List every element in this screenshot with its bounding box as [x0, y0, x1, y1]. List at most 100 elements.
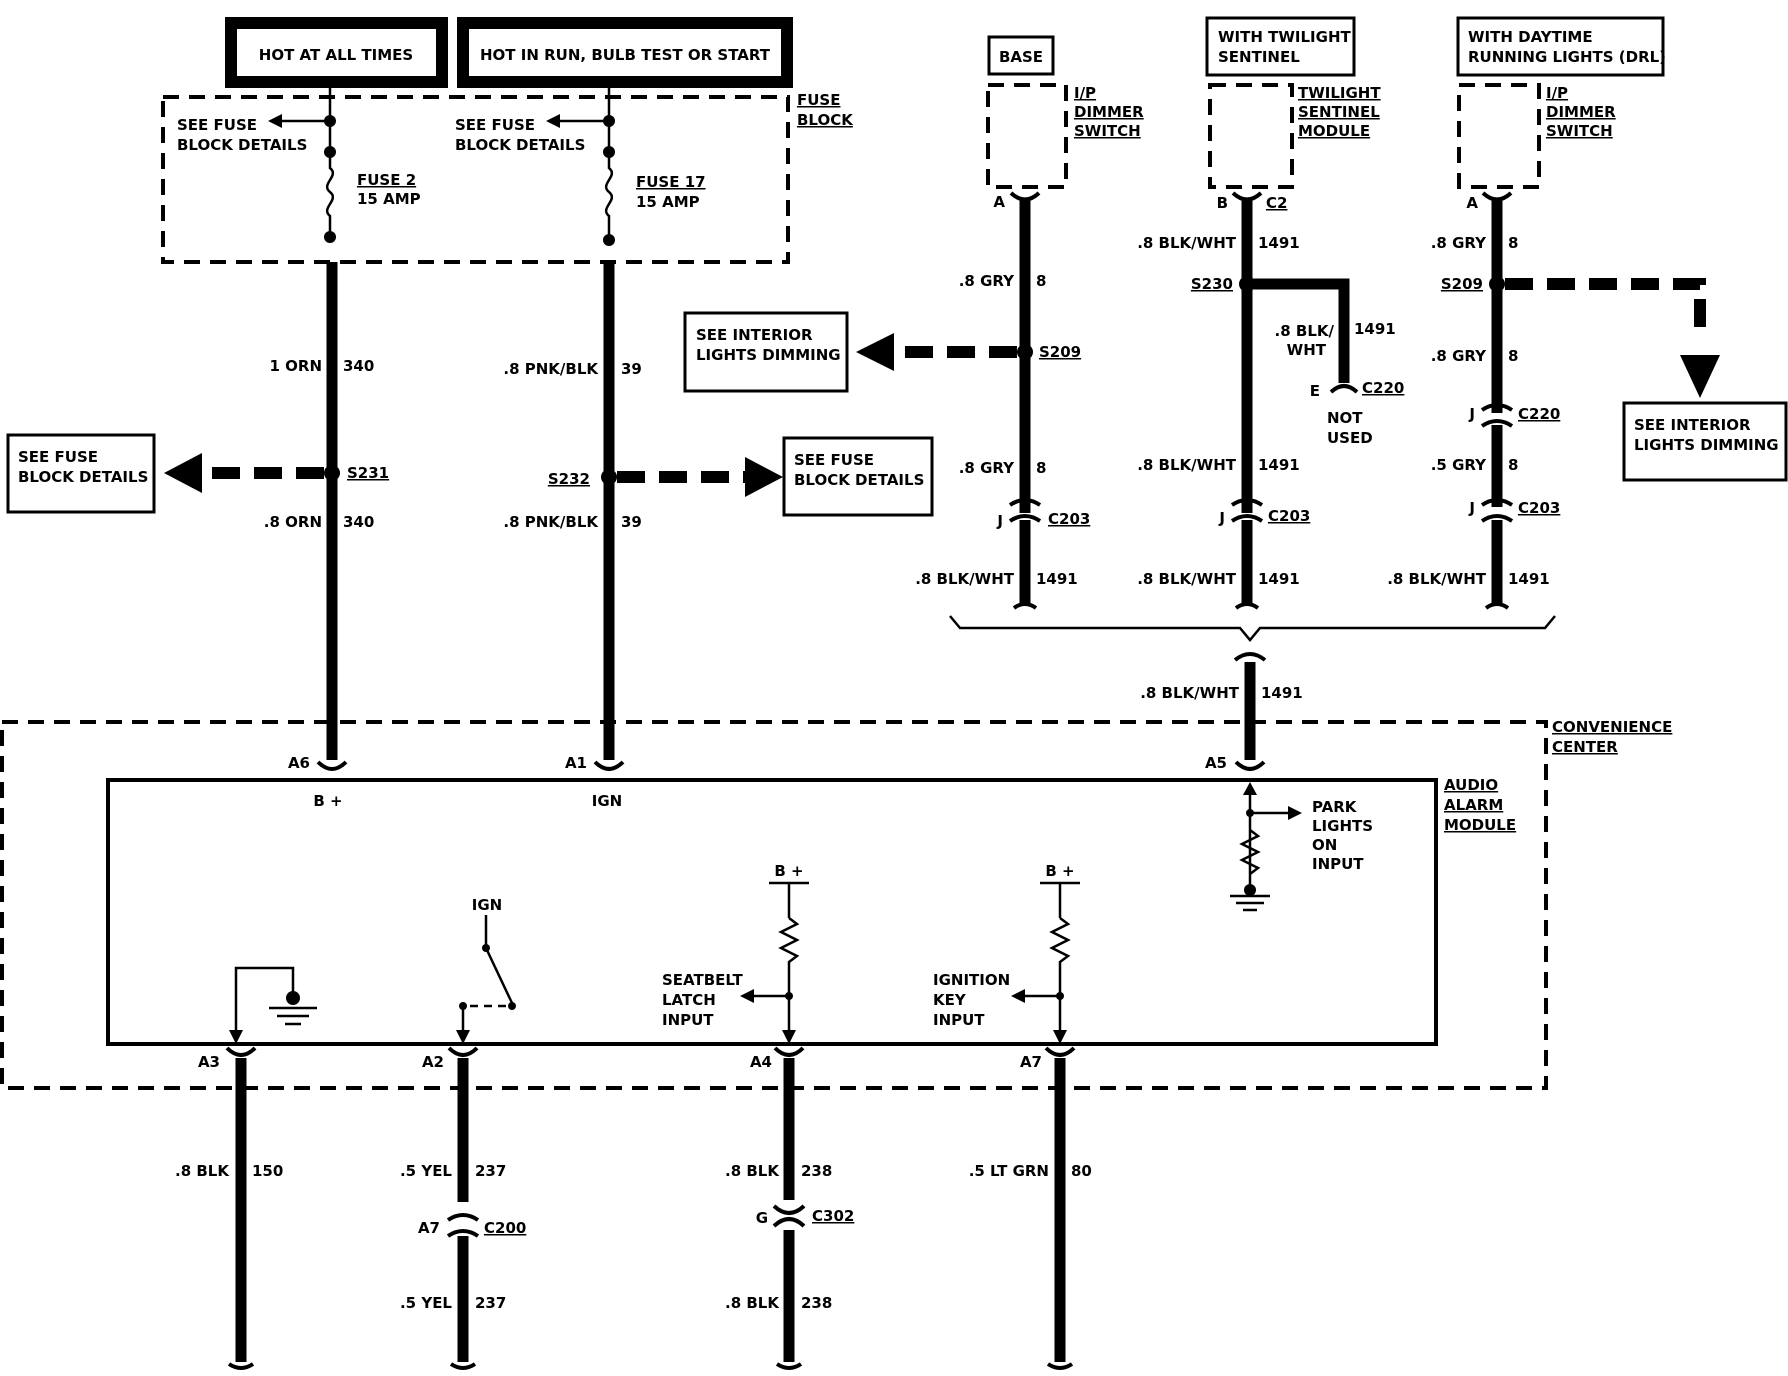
base-w3-circuit: 1491: [1036, 570, 1078, 588]
convenience-center: [0, 720, 1548, 1090]
wire-pnk-blk-39: .8 PNK/BLK 39 S232 .8 PNK/BLK 39: [503, 262, 642, 760]
splice-s209-drl: [1489, 276, 1505, 292]
base-w1-size: .8 GRY: [959, 272, 1015, 290]
twilight-tag-1: WITH TWILIGHT: [1218, 28, 1351, 46]
a2-conn-name: C200: [484, 1219, 526, 1237]
fuse-block: FUSE BLOCK SEE FUSE BLOCK DETAILS FUSE 2…: [161, 91, 854, 264]
fuse-block-label-1: FUSE: [797, 91, 840, 109]
drl-w4-size: .8 BLK/WHT: [1387, 570, 1487, 588]
wire-orn-top-size: 1 ORN: [269, 357, 322, 375]
drl-w2-size: .8 GRY: [1431, 347, 1487, 365]
arrow-left-icon: [546, 114, 560, 128]
wire-pnk-bot-size: .8 PNK/BLK: [503, 513, 599, 531]
drl-w3-size: .5 GRY: [1431, 456, 1487, 474]
a2-size2: .5 YEL: [400, 1294, 452, 1312]
base-w2-size: .8 GRY: [959, 459, 1015, 477]
wire-orn-bot-size: .8 ORN: [264, 513, 322, 531]
a4-size: .8 BLK: [725, 1162, 780, 1180]
base-splice-label: S209: [1039, 343, 1081, 361]
aam-label-1: AUDIO: [1444, 776, 1498, 794]
ign-a1: IGN: [592, 792, 622, 810]
twilight-pin: B: [1217, 194, 1228, 212]
base-comp-2: DIMMER: [1074, 103, 1144, 121]
see-interior-lights-right-box: SEE INTERIOR LIGHTS DIMMING: [1622, 401, 1788, 482]
seatbelt-line-1: SEATBELT: [662, 971, 743, 989]
twilight-w3-size: .8 BLK/WHT: [1137, 570, 1237, 588]
see-interior-right-1: SEE INTERIOR: [1634, 416, 1751, 434]
a4-circuit2: 238: [801, 1294, 832, 1312]
fuse17-symbol: [604, 152, 614, 240]
hot-at-all-times-label: HOT AT ALL TIMES: [259, 46, 413, 64]
a3-circuit: 150: [252, 1162, 283, 1180]
twilight-w2-circuit: 1491: [1258, 456, 1300, 474]
a4-size2: .8 BLK: [725, 1294, 780, 1312]
park-line-1: PARK: [1312, 798, 1358, 816]
ignkey-line-3: INPUT: [933, 1011, 985, 1029]
drl-comp-3: SWITCH: [1546, 122, 1613, 140]
splice-s232: [601, 469, 617, 485]
arrow-down-icon: [1680, 355, 1720, 398]
twilight-comp-3: MODULE: [1298, 122, 1370, 140]
fuse17-name: FUSE 17: [636, 173, 706, 191]
see-fuse-right-1: SEE FUSE: [794, 451, 874, 469]
pin-a1: A1: [565, 754, 587, 772]
wire-a3-blk-150: .8 BLK 150: [175, 1058, 283, 1370]
twilight-conn-pin: J: [1218, 509, 1225, 527]
hot-in-run-label: HOT IN RUN, BULB TEST OR START: [480, 46, 771, 64]
twilight-branch-size-1: .8 BLK/: [1275, 322, 1335, 340]
splice-s232-label: S232: [548, 470, 590, 488]
drl-w2-circuit: 8: [1508, 347, 1518, 365]
pin-a3: A3: [198, 1053, 220, 1071]
twilight-w3-circuit: 1491: [1258, 570, 1300, 588]
merged-wire-size: .8 BLK/WHT: [1140, 684, 1240, 702]
twilight-branch-conn: C220: [1362, 379, 1404, 397]
fuse2-see-details-1: SEE FUSE: [177, 116, 257, 134]
fuse2-see-details-2: BLOCK DETAILS: [177, 136, 307, 154]
drl-tag-2: RUNNING LIGHTS (DRL): [1468, 48, 1666, 66]
pin-a4: A4: [750, 1053, 772, 1071]
twilight-not-used-2: USED: [1327, 429, 1373, 447]
twilight-branch-size-2: WHT: [1287, 341, 1327, 359]
arrow-right-icon: [745, 457, 783, 497]
drl-w1-circuit: 8: [1508, 234, 1518, 252]
ignkey-line-2: KEY: [933, 991, 967, 1009]
variant-brace: [949, 615, 1556, 642]
twilight-w1-circuit: 1491: [1258, 234, 1300, 252]
base-w3-size: .8 BLK/WHT: [915, 570, 1015, 588]
aam-label-2: ALARM: [1444, 796, 1503, 814]
arrow-left-icon: [268, 114, 282, 128]
fuse17-see-details-1: SEE FUSE: [455, 116, 535, 134]
aam-label-3: MODULE: [1444, 816, 1516, 834]
fuse2-rating: 15 AMP: [357, 190, 421, 208]
arrow-left-icon: [740, 989, 754, 1003]
see-fuse-left-2: BLOCK DETAILS: [18, 468, 148, 486]
drl-comp-2: DIMMER: [1546, 103, 1616, 121]
pin-a5: A5: [1205, 754, 1227, 772]
base-comp-1: I/P: [1074, 84, 1096, 102]
drl-conn1-pin: J: [1468, 405, 1475, 423]
merged-wire-1491: .8 BLK/WHT 1491: [1140, 652, 1303, 760]
see-fuse-left-1: SEE FUSE: [18, 448, 98, 466]
seatbelt-line-2: LATCH: [662, 991, 716, 1009]
merged-wire-circuit: 1491: [1261, 684, 1303, 702]
variant-twilight: WITH TWILIGHT SENTINEL TWILIGHT SENTINEL…: [1137, 16, 1404, 610]
resistor-ignkey: [1049, 917, 1071, 995]
fuse-block-label-2: BLOCK: [797, 111, 854, 129]
wire-orn-top-circuit: 340: [343, 357, 374, 375]
park-line-2: LIGHTS: [1312, 817, 1373, 835]
base-conn-pin: J: [996, 512, 1003, 530]
convenience-center-label-2: CENTER: [1552, 738, 1618, 756]
see-fuse-block-left-box: SEE FUSE BLOCK DETAILS: [6, 433, 156, 514]
arrow-left-icon: [856, 333, 894, 371]
park-line-4: INPUT: [1312, 855, 1364, 873]
pin-a6: A6: [288, 754, 310, 772]
base-w1-circuit: 8: [1036, 272, 1046, 290]
wire-a2-yel-237: .5 YEL 237 A7 C200 .5 YEL 237: [400, 1058, 526, 1370]
a3-size: .8 BLK: [175, 1162, 230, 1180]
ignkey-line-1: IGNITION: [933, 971, 1010, 989]
variant-drl: WITH DAYTIME RUNNING LIGHTS (DRL) I/P DI…: [1387, 16, 1666, 610]
drl-w3-circuit: 8: [1508, 456, 1518, 474]
twilight-splice-label: S230: [1191, 275, 1233, 293]
drl-tag-1: WITH DAYTIME: [1468, 28, 1593, 46]
